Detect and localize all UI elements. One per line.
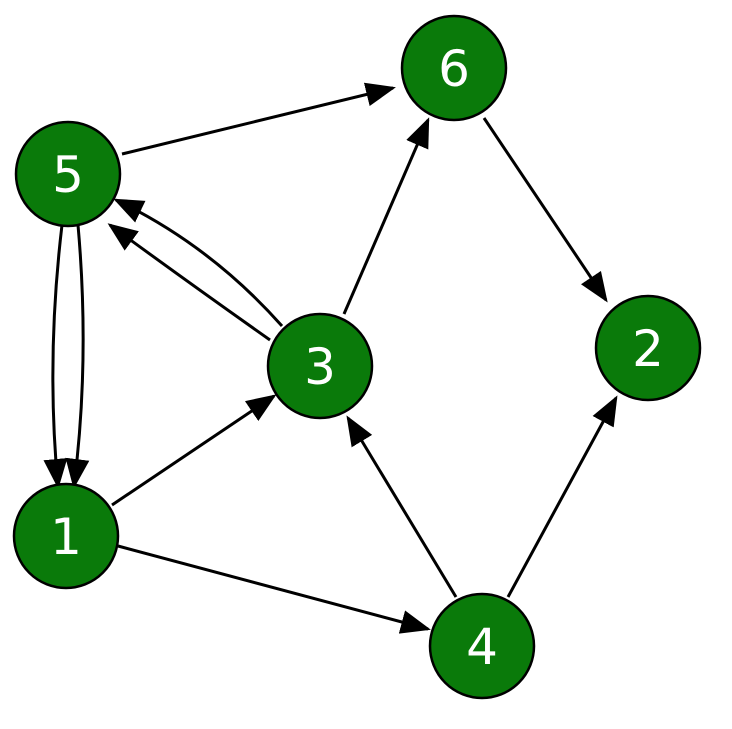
node-6-circle [400, 14, 508, 122]
node-6-label: 6 [438, 40, 470, 98]
edge-3-to-5-upper [113, 198, 284, 327]
edge-6-to-2 [482, 117, 608, 303]
node-1-circle [12, 482, 120, 590]
edge-5-to-6 [121, 82, 396, 156]
node-4-circle [428, 592, 536, 700]
edge-1-to-3 [111, 394, 277, 507]
node-2-circle [594, 294, 702, 402]
node-3-label: 3 [304, 338, 336, 396]
node-2: 2 [594, 294, 702, 402]
node-4: 4 [428, 592, 536, 700]
node-6: 6 [400, 14, 508, 122]
node-5: 5 [14, 120, 122, 228]
edge-3-to-5-lower [107, 223, 271, 342]
edge-5-to-1-left [43, 224, 68, 489]
node-5-circle [14, 120, 122, 228]
edge-5-to-1-right [65, 224, 90, 489]
node-5-label: 5 [52, 146, 84, 204]
nodes-layer: 5 6 3 2 1 4 [12, 14, 702, 700]
edges-layer [43, 82, 618, 634]
node-3: 3 [266, 312, 374, 420]
node-2-label: 2 [632, 320, 664, 378]
node-4-label: 4 [466, 618, 498, 676]
node-3-circle [266, 312, 374, 420]
edge-4-to-2 [506, 395, 618, 598]
edge-3-to-6 [342, 117, 430, 315]
edge-4-to-3 [346, 415, 458, 598]
node-1-label: 1 [50, 508, 82, 566]
node-1: 1 [12, 482, 120, 590]
edge-1-to-4 [117, 544, 431, 634]
